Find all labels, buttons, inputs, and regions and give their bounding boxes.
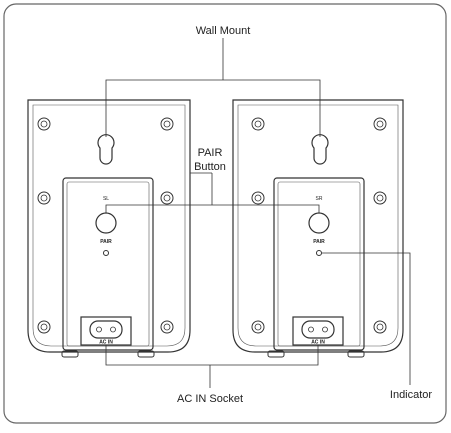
pair-callout-line1: PAIR xyxy=(198,147,223,159)
screw-icon xyxy=(160,320,174,334)
rear-panel-inner xyxy=(66,181,150,347)
pair-bracket xyxy=(105,204,320,213)
screw-icon xyxy=(373,320,387,334)
rear-panel-inner xyxy=(277,181,361,347)
wall-mount-keyhole-icon xyxy=(97,134,115,165)
ac-socket-outline-icon xyxy=(301,320,335,339)
wall-mount-callout: Wall Mount xyxy=(196,25,251,37)
ac-in-label: AC IN xyxy=(99,340,113,346)
pair-callout-line2: Button xyxy=(194,161,226,173)
socket-pin-icon xyxy=(322,326,328,333)
speaker-body xyxy=(232,99,404,353)
channel-label: SL xyxy=(103,196,109,202)
speaker-inner-edge xyxy=(32,104,186,347)
diagram-frame xyxy=(3,3,447,424)
foot-left xyxy=(61,350,79,358)
ac-in-socket-callout: AC IN Socket xyxy=(177,393,243,405)
ac-socket-outline-icon xyxy=(89,320,123,339)
pair-label: PAIR xyxy=(313,239,325,245)
indicator-led xyxy=(316,250,322,256)
speaker-inner-edge xyxy=(237,104,399,347)
speaker-left: SL PAIR AC IN xyxy=(27,99,191,358)
screw-icon xyxy=(251,320,265,334)
indicator-callout: Indicator xyxy=(390,389,433,401)
screw-icon xyxy=(37,191,51,205)
indicator-led xyxy=(103,250,109,256)
socket-pin-icon xyxy=(110,326,116,333)
channel-label: SR xyxy=(316,196,323,202)
wall-mount-keyhole-icon xyxy=(311,134,329,165)
screw-icon xyxy=(160,117,174,131)
screw-icon xyxy=(251,191,265,205)
pair-label: PAIR xyxy=(100,239,112,245)
foot-right xyxy=(347,350,365,358)
rear-panel xyxy=(62,177,154,351)
screw-icon xyxy=(373,191,387,205)
speaker-right: SR PAIR AC IN xyxy=(232,99,404,358)
screw-icon xyxy=(160,191,174,205)
callout-lines xyxy=(105,38,411,388)
wall-mount-bracket xyxy=(105,79,321,137)
ac-in-label: AC IN xyxy=(311,340,325,346)
screw-icon xyxy=(37,320,51,334)
screw-icon xyxy=(37,117,51,131)
rear-panel xyxy=(273,177,365,351)
foot-right xyxy=(137,350,155,358)
indicator-leader xyxy=(322,252,411,385)
screw-icon xyxy=(373,117,387,131)
socket-pin-icon xyxy=(96,326,102,333)
speaker-body xyxy=(27,99,191,353)
screw-icon xyxy=(251,117,265,131)
foot-left xyxy=(267,350,285,358)
ac-in-bracket xyxy=(105,345,319,366)
socket-pin-icon xyxy=(308,326,314,333)
